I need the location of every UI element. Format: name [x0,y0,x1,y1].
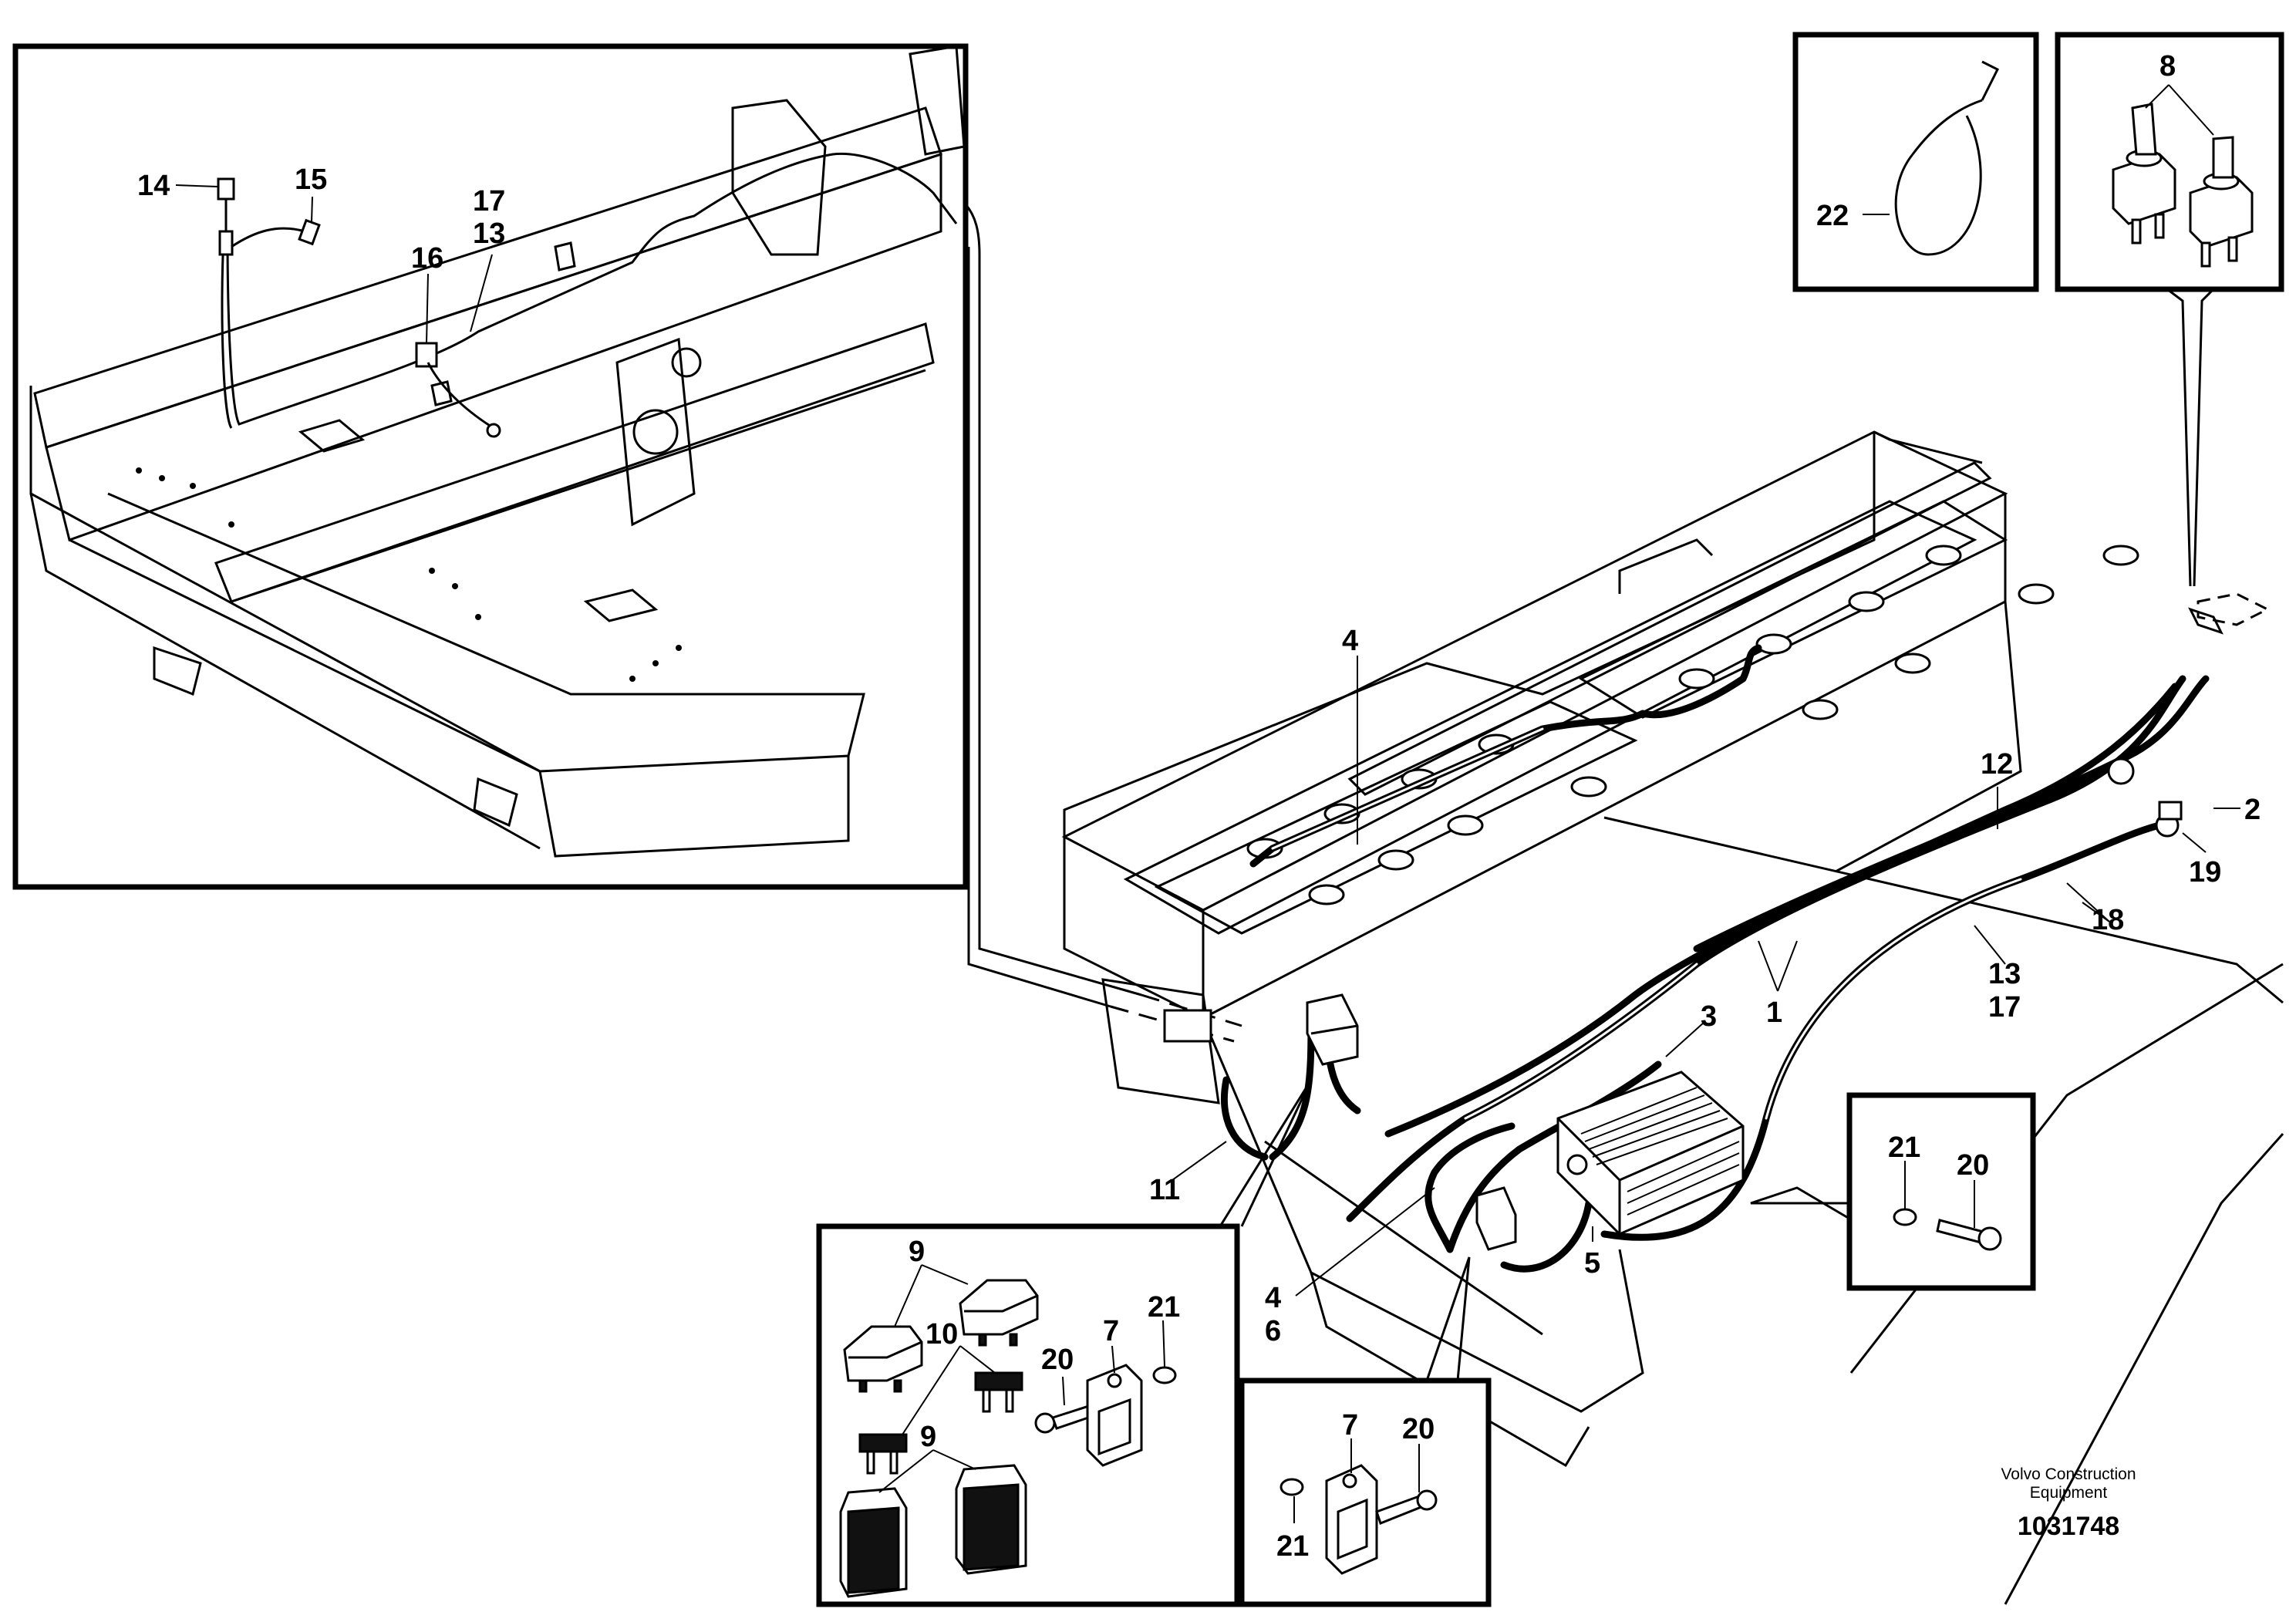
callout-7-bracket: 7 [1342,1409,1358,1442]
cable-harness-3 [1446,1061,1662,1253]
callout-19: 19 [2189,856,2221,889]
callout-16: 16 [411,242,443,275]
callout-18: 18 [2092,904,2124,936]
cable-harness-4 [1249,644,1762,868]
clamp-part-16 [415,342,438,368]
callout-9-top: 9 [909,1236,925,1268]
callout-4-bottom: 4 [1265,1282,1281,1314]
bolt-washer-detail: 21 20 [1750,1092,2036,1291]
relay-part-9-bottom-right [955,1464,1027,1575]
callout-3: 3 [1701,1000,1717,1033]
voltage-converter-part-5 [1556,1071,1745,1236]
callout-4-top: 4 [1342,625,1358,657]
callout-22: 22 [1816,200,1849,232]
leader-10 [902,1345,996,1435]
fuse-part-10-right [974,1371,1023,1413]
toggle-switch-part-8-left [2112,103,2176,244]
cable-harness-11 [1220,1076,1269,1161]
washer-part-21-relay [1152,1366,1177,1384]
rivet-dots [136,467,682,682]
bracket-detail: 7 20 21 [1239,1256,1492,1607]
bracket-part-7-bracket [1325,1464,1378,1575]
washer-part-21-bracket [1279,1478,1304,1496]
leader-1 [1758,940,1798,992]
callout-13-inset: 13 [473,218,505,250]
credit-line-2: Equipment [2030,1484,2108,1502]
bolt-part-20-bracket [1375,1489,1438,1525]
callout-21-side: 21 [1888,1131,1920,1164]
callout-20-relay: 20 [1041,1344,1074,1376]
terminal-clip [2107,607,2224,838]
callout-20-bracket: 20 [1402,1413,1435,1445]
callout-17-inset: 17 [473,185,505,218]
cable-tie-part-22 [1894,99,1983,256]
leader-16 [426,273,429,344]
callout-17-main: 17 [1988,991,2021,1023]
frame-detail-inset: 14 15 16 17 13 [12,43,969,890]
callout-20-side: 20 [1957,1149,1989,1182]
callout-9-bottom: 9 [920,1421,936,1453]
callout-2: 2 [2244,794,2261,826]
relay-part-9-bottom-left [839,1487,908,1598]
credit-line-1: Volvo Construction [2001,1465,2136,1483]
leader-19 [2182,832,2207,853]
callout-21-relay: 21 [1148,1291,1180,1324]
callout-21-bracket: 21 [1276,1530,1309,1563]
callout-12: 12 [1981,748,2013,781]
leader-9-top [894,1264,969,1327]
relay-fuse-detail: 9 10 9 20 7 21 [816,1079,1313,1607]
callout-10: 10 [925,1318,958,1351]
callout-11: 11 [1149,1174,1180,1206]
fuse-part-10-left [858,1433,908,1475]
leader-9-bottom [878,1449,976,1493]
bolt-part-20-side [1936,1219,2002,1251]
callout-1: 1 [1766,996,1782,1029]
relay-part-9-top-left [843,1325,923,1393]
fitting-part-14 [217,177,235,201]
leader-21-relay [1162,1320,1165,1367]
inset-connector [964,204,1242,1043]
callout-7-relay: 7 [1103,1315,1119,1347]
connector-block [1306,993,1517,1251]
main-callouts: 4 2 19 12 18 1 13 17 3 11 4 6 5 [1149,625,2261,1347]
leader-18 [2066,882,2110,922]
washer-part-21-side [1893,1208,1917,1226]
leader-4-6 [1295,1187,1435,1297]
credit-block: Volvo Construction Equipment 1031748 [2001,1465,2136,1541]
leader-14 [175,184,219,187]
callout-6: 6 [1265,1315,1281,1347]
callout-14: 14 [137,170,170,202]
leader-17-13 [470,254,493,332]
leader-7-relay [1111,1345,1115,1374]
callout-13-main: 13 [1988,958,2021,990]
leader-11 [1172,1141,1227,1181]
leader-3 [1665,1021,1705,1057]
leader-8 [2145,84,2214,136]
toggle-switch-detail: 8 [2055,32,2284,626]
relay-part-9-top-right [959,1279,1039,1347]
cable-harness-group [1220,644,2210,1273]
callout-8: 8 [2159,50,2176,83]
bracket-part-7-relay [1086,1364,1143,1467]
cable-harness-1b [1384,683,2179,1138]
document-number: 1031748 [2018,1512,2119,1541]
leader-13-17 [1974,925,2006,965]
callout-15: 15 [295,164,327,196]
leader-20-relay [1062,1376,1065,1406]
toggle-switch-part-8-right [2189,136,2254,268]
switch-pointer [2166,288,2192,587]
cable-harness-6 [1424,1122,1515,1253]
cable-harness-12 [1693,675,2210,953]
callout-5: 5 [1584,1247,1600,1280]
hose-part-15 [231,227,305,248]
cable-tie-detail: 22 [1792,32,2039,292]
